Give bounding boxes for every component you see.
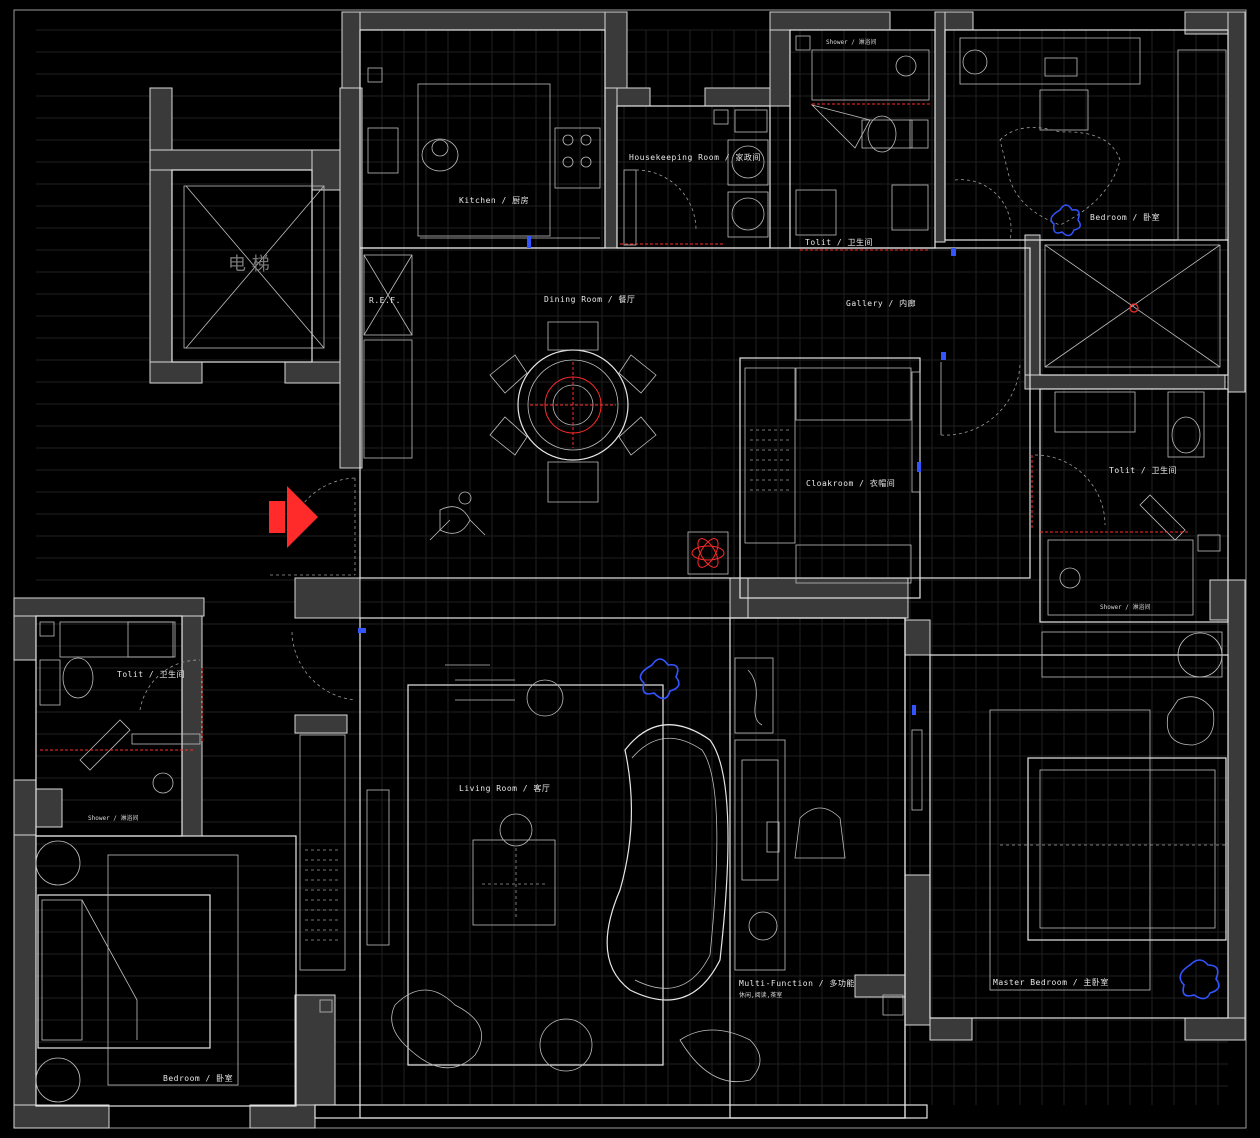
wall xyxy=(149,361,203,384)
bedroom-ne-fixtures xyxy=(954,37,1227,241)
cloakroom-fixtures xyxy=(744,367,921,584)
wall xyxy=(1024,234,1041,376)
bedroom-sw-fixtures xyxy=(35,734,346,1103)
wall xyxy=(904,619,931,656)
kitchen-fixtures xyxy=(367,67,601,239)
toilet-west-fixtures xyxy=(39,621,201,794)
elevator-label: 电 梯 xyxy=(228,254,270,275)
label-cloakroom: Cloakroom / 衣帽间 xyxy=(806,478,895,488)
wall xyxy=(149,87,173,384)
dining-table xyxy=(489,321,657,503)
wall xyxy=(604,11,628,89)
label-multi-function: Multi-Function / 多功能 xyxy=(739,978,855,988)
door-swing xyxy=(291,631,356,701)
elevator-cross-icon xyxy=(171,169,325,363)
wall xyxy=(13,1104,110,1129)
site-boundary xyxy=(13,9,1247,1129)
plant-icon xyxy=(1179,959,1220,1000)
wall xyxy=(294,577,361,619)
switch-marker xyxy=(912,705,916,715)
wall xyxy=(904,874,931,1026)
wall xyxy=(341,11,628,31)
shaft-cross-icon xyxy=(1044,244,1221,368)
wall xyxy=(249,1104,316,1129)
switch-marker xyxy=(527,236,531,248)
plant-icon xyxy=(639,658,680,700)
label-kitchen: Kitchen / 厨房 xyxy=(459,195,529,205)
entrance-arrow-icon xyxy=(269,486,318,548)
wall xyxy=(13,597,205,617)
wall xyxy=(1184,1017,1246,1041)
atom-decor-icon xyxy=(687,531,729,575)
wall xyxy=(13,834,37,1129)
housekeeping-fixtures xyxy=(623,109,769,246)
multi-function-fixtures xyxy=(679,657,846,1082)
label-gallery: Gallery / 内廊 xyxy=(846,298,916,308)
wall xyxy=(1227,11,1246,393)
walls xyxy=(13,11,1246,1129)
toilet-east-fixtures xyxy=(1034,391,1221,616)
wall xyxy=(1227,579,1246,1041)
switch-marker xyxy=(358,628,366,633)
wall xyxy=(294,994,336,1106)
master-bedroom-fixtures xyxy=(882,631,1227,1016)
wall xyxy=(13,779,37,836)
wall xyxy=(769,11,891,31)
wall-outlines xyxy=(35,29,1229,1119)
label-shower-east: Shower / 淋浴间 xyxy=(1100,603,1151,611)
label-shower-west: Shower / 淋浴间 xyxy=(88,814,139,822)
wall xyxy=(604,87,618,249)
wall xyxy=(854,974,906,998)
label-bedroom-sw: Bedroom / 卧室 xyxy=(163,1073,233,1083)
label-multi-function-sub: 休闲,阅读,茶室 xyxy=(739,991,782,999)
label-toilet-east: Tolit / 卫生间 xyxy=(1109,465,1177,475)
label-living: Living Room / 客厅 xyxy=(459,783,550,793)
living-room-fixtures xyxy=(366,664,729,1072)
person-figure-icon xyxy=(429,491,486,541)
switch-marker xyxy=(917,462,921,472)
ref-fixtures xyxy=(363,254,413,459)
plant-icon xyxy=(1050,204,1081,237)
wall xyxy=(294,714,348,734)
label-toilet-west: Tolit / 卫生间 xyxy=(117,669,185,679)
wall xyxy=(35,788,63,828)
label-shower-top: Shower / 淋浴间 xyxy=(826,38,877,46)
wall xyxy=(181,615,203,837)
wall xyxy=(929,1017,973,1041)
label-bedroom-ne: Bedroom / 卧室 xyxy=(1090,212,1160,222)
switch-marker xyxy=(951,248,956,256)
wall xyxy=(1024,374,1226,390)
wall xyxy=(339,87,363,469)
floor-grid xyxy=(36,29,1228,1105)
label-housekeeping: Housekeeping Room / 家政间 xyxy=(629,152,761,162)
wall xyxy=(934,11,946,243)
label-ref: R.E.F. xyxy=(369,296,401,305)
wall xyxy=(341,11,361,89)
switch-marker xyxy=(941,352,946,360)
label-master-bedroom: Master Bedroom / 主卧室 xyxy=(993,977,1109,987)
toilet-top-fixtures xyxy=(795,35,930,236)
label-toilet-top: Tolit / 卫生间 xyxy=(805,237,873,247)
label-dining: Dining Room / 餐厅 xyxy=(544,295,635,304)
door-swing xyxy=(940,364,1021,436)
